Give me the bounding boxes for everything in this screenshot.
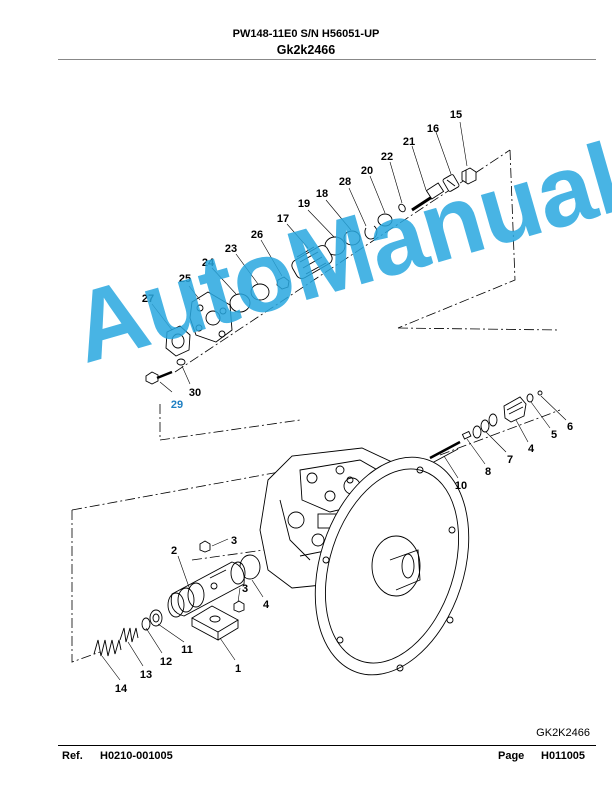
part-label-19: 19 [298,198,310,210]
part-label-4: 4 [263,599,270,611]
part-label-14: 14 [115,683,128,695]
part-5-cap [503,396,527,423]
assembly-guide-lines [71,149,561,663]
part-label-7: 6 [567,421,573,433]
part-7-plug [537,390,543,396]
part-10-rod [429,440,461,464]
part-15-plug [461,167,477,185]
ref-label: Ref. [62,750,83,762]
leader-lines [101,121,567,681]
part-label-26: 26 [251,229,263,241]
part-label-24: 24 [202,257,215,269]
part-11-washer [149,609,163,627]
part-16-plug [442,174,460,192]
part-label-23: 23 [225,243,237,255]
part-8-orings [472,413,498,439]
model-title: PW148-11E0 S/N H56051-UP [232,28,380,40]
page-label: Page [498,750,525,762]
part-18-oring [343,230,361,246]
part-label-10: 10 [455,480,467,492]
part-27-cap-nut [165,325,191,357]
part-21-stem [411,182,445,212]
part-label-20: 20 [361,165,373,177]
part-label-17: 17 [277,213,289,225]
part-label-12: 12 [160,656,172,668]
header-divider [58,59,596,60]
part-3-plug-lower [233,600,245,613]
part-label-2: 2 [171,545,177,557]
part-24-oring [229,293,251,313]
part-label-30: 30 [189,387,201,399]
part-label-6: 5 [551,429,557,441]
part-label-3-lower: 3 [242,583,248,595]
part-9-seal [461,430,472,440]
part-13-spring [119,627,139,643]
image-code: GK2K2466 [536,727,590,739]
part-25-cover [189,291,233,343]
part-label-15: 15 [450,109,462,121]
part-6-ring [526,393,534,403]
part-label-27: 27 [142,293,154,305]
part-label-13: 13 [140,669,152,681]
part-30-washer [176,358,186,366]
part-23-oring [250,283,270,301]
part-29-bolt [145,370,173,385]
part-label-5: 4 [528,443,535,455]
part-label-1: 1 [235,663,241,675]
part-number-labels: 15 16 21 22 20 28 18 19 17 26 23 24 25 2… [115,109,573,695]
part-label-8: 7 [507,454,513,466]
part-label-22: 22 [381,151,393,163]
pump-flange [314,456,470,676]
footer-divider [58,745,596,746]
part-22-ring [398,203,406,213]
part-label-18: 18 [316,188,328,200]
part-14-spring [93,639,122,657]
part-label-25: 25 [179,273,191,285]
part-label-28: 28 [339,176,351,188]
part-label-29: 29 [171,399,183,411]
part-3-plug-upper [199,540,211,553]
part-label-11: 11 [181,644,193,656]
part-2-spool [167,561,246,618]
part-label-21: 21 [403,136,415,148]
part-28-snapring [364,225,378,240]
part-label-3-upper: 3 [231,535,237,547]
ref-value: H0210-001005 [100,750,173,762]
part-26-nut [276,276,290,290]
part-1-block [191,605,239,641]
page-value: H011005 [541,750,586,762]
part-17-spool-sleeve [291,245,333,279]
part-label-16: 16 [427,123,439,135]
part-label-9: 8 [485,466,491,478]
part-20-oring [377,213,393,227]
part-12-nut [141,617,151,631]
group-title: Gk2k2466 [276,43,336,57]
